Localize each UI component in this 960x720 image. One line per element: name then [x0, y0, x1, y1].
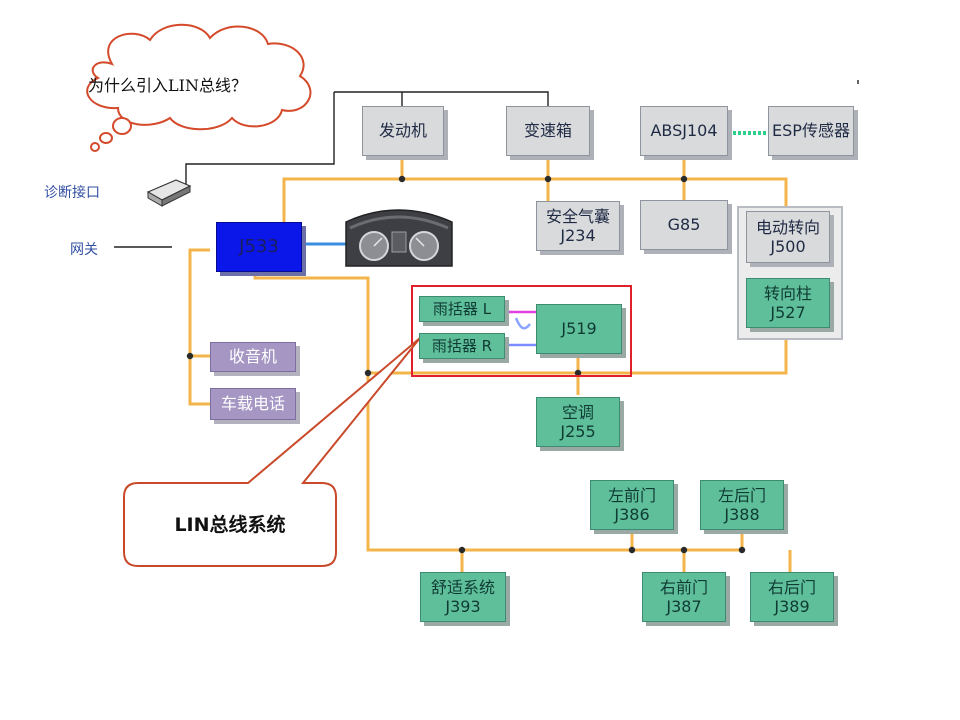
module-name: 右后门	[767, 577, 816, 597]
module-name: J519	[561, 319, 597, 339]
module-name: 变速箱	[523, 121, 572, 141]
module-comfort-system[interactable]: 舒适系统 J393	[420, 572, 506, 622]
lin-highlight-frame	[411, 285, 632, 377]
module-gateway-j533[interactable]: J533	[216, 222, 302, 272]
module-name: G85	[667, 215, 701, 235]
module-code: J387	[666, 597, 702, 616]
module-name: 电动转向	[755, 217, 820, 237]
module-abs[interactable]: ABSJ104	[640, 106, 728, 156]
module-front-left-door[interactable]: 左前门 J386	[590, 480, 674, 530]
module-name: 车载电话	[220, 394, 285, 414]
module-name: 雨括器 R	[431, 337, 493, 355]
module-steering-column[interactable]: 转向柱 J527	[746, 278, 830, 328]
callout-bubble	[123, 337, 421, 567]
module-wiper-left[interactable]: 雨括器 L	[419, 296, 505, 322]
module-engine[interactable]: 发动机	[362, 106, 444, 156]
module-air-conditioning[interactable]: 空调 J255	[536, 397, 620, 447]
module-wiper-right[interactable]: 雨括器 R	[419, 333, 505, 359]
diagnostic-lines	[114, 80, 859, 248]
lin-wires	[506, 310, 536, 347]
module-code: J388	[724, 505, 760, 524]
module-code: J527	[770, 303, 806, 322]
module-code: J500	[770, 237, 806, 256]
module-name: 收音机	[228, 347, 277, 367]
module-front-right-door[interactable]: 右前门 J387	[642, 572, 726, 622]
module-name: J533	[239, 236, 279, 258]
module-radio[interactable]: 收音机	[210, 342, 296, 372]
module-code: J255	[560, 422, 596, 441]
module-name: ESP传感器	[772, 121, 850, 141]
module-name: 雨括器 L	[432, 300, 492, 318]
module-name: 舒适系统	[430, 577, 495, 597]
module-name: 转向柱	[763, 283, 812, 303]
module-esp-sensor[interactable]: ESP传感器	[768, 106, 854, 156]
can-bus	[188, 156, 792, 572]
module-code: J234	[560, 226, 596, 245]
module-j519[interactable]: J519	[536, 304, 622, 354]
module-code: J389	[774, 597, 810, 616]
module-rear-right-door[interactable]: 右后门 J389	[750, 572, 834, 622]
module-name: 发动机	[378, 121, 427, 141]
module-code: J386	[614, 505, 650, 524]
module-code: J393	[445, 597, 481, 616]
module-name: 右前门	[659, 577, 708, 597]
module-name: ABSJ104	[650, 121, 718, 141]
module-rear-left-door[interactable]: 左后门 J388	[700, 480, 784, 530]
lin-callout-text: LIN总线系统	[174, 514, 286, 536]
module-car-phone[interactable]: 车载电话	[210, 388, 296, 420]
module-name: 空调	[561, 402, 594, 422]
module-electric-steering[interactable]: 电动转向 J500	[746, 211, 830, 263]
question-text: 为什么引入LIN总线？	[88, 76, 247, 95]
module-g85[interactable]: G85	[640, 200, 728, 250]
diagnostic-port-label: 诊断接口	[44, 185, 100, 201]
instrument-cluster-icon	[345, 209, 453, 267]
bus-junctions	[186, 175, 746, 554]
gateway-label: 网关	[70, 242, 98, 258]
module-name: 左前门	[607, 485, 656, 505]
module-gearbox[interactable]: 变速箱	[506, 106, 590, 156]
diagnostic-connector-icon	[146, 179, 192, 207]
module-name: 左后门	[717, 485, 766, 505]
thought-cloud	[86, 23, 312, 152]
module-airbag[interactable]: 安全气囊 J234	[536, 201, 620, 251]
module-name: 安全气囊	[545, 206, 610, 226]
